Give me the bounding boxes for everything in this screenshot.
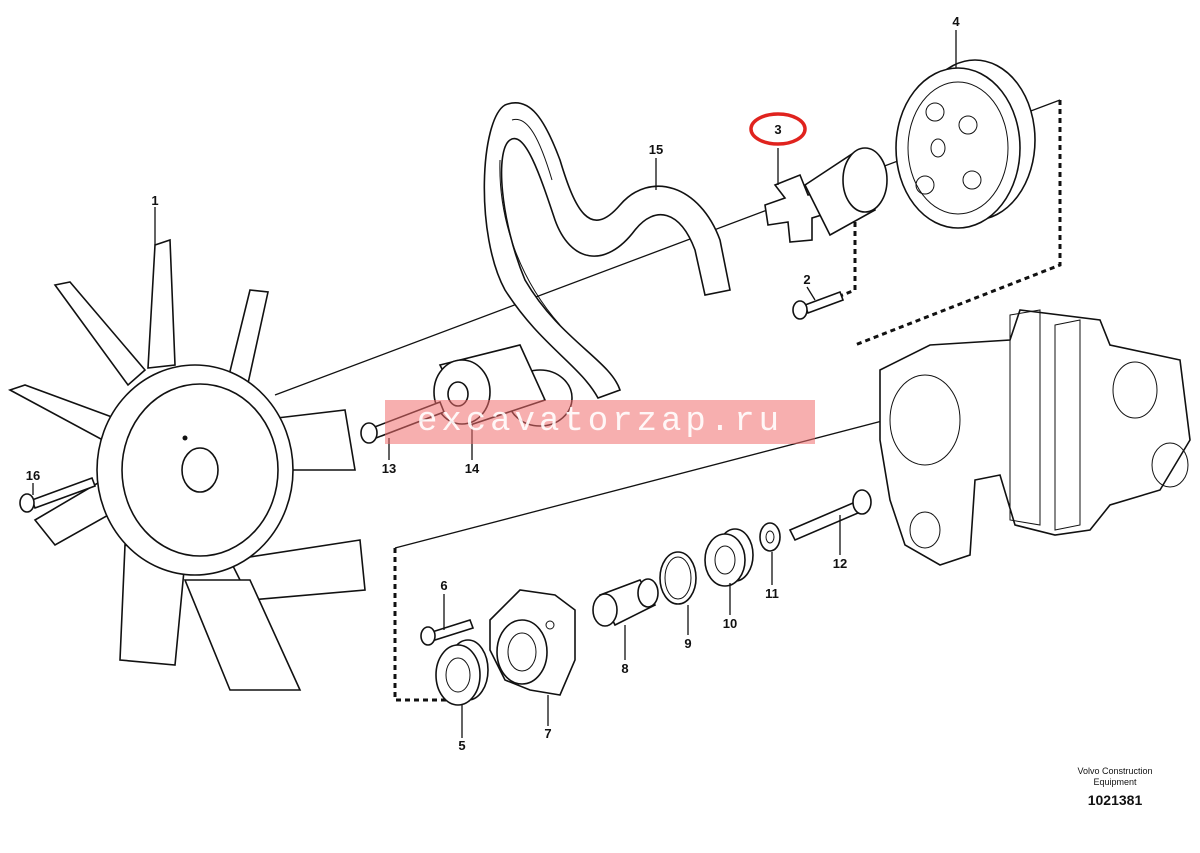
brand-line-1: Volvo Construction: [1077, 766, 1153, 776]
callout-10[interactable]: 10: [723, 616, 737, 631]
shaft-8: [592, 578, 659, 627]
bolt-12: [788, 489, 872, 542]
callout-14[interactable]: 14: [465, 461, 480, 476]
bearing-10: [704, 528, 754, 587]
callout-2[interactable]: 2: [803, 272, 810, 287]
callout-labels: 1 2 3 4 5 6 7 8 9 10 11 12 13 14 15 16: [26, 14, 961, 753]
fan-assembly: [7, 238, 366, 691]
callout-12[interactable]: 12: [833, 556, 847, 571]
callout-1[interactable]: 1: [151, 193, 158, 208]
brand-label: Volvo Construction Equipment: [1060, 766, 1170, 788]
callout-6[interactable]: 6: [440, 578, 447, 593]
callout-4[interactable]: 4: [952, 14, 960, 29]
callout-5[interactable]: 5: [458, 738, 465, 753]
watermark: excavatorzap.ru: [385, 400, 815, 444]
bolt-2: [792, 290, 845, 320]
drive-belt: [483, 102, 731, 399]
callout-15[interactable]: 15: [649, 142, 663, 157]
bolt-6: [420, 619, 475, 646]
bearing-housing-7: [489, 589, 576, 696]
pump-housing: [879, 309, 1191, 566]
callout-7[interactable]: 7: [544, 726, 551, 741]
callout-16[interactable]: 16: [26, 468, 40, 483]
washer-11: [759, 522, 781, 552]
document-number: 1021381: [1087, 792, 1143, 808]
callout-13[interactable]: 13: [382, 461, 396, 476]
bearing-5: [435, 639, 489, 706]
pulley: [895, 59, 1036, 229]
callout-8[interactable]: 8: [621, 661, 628, 676]
snap-ring-9: [659, 551, 697, 605]
callout-11[interactable]: 11: [765, 586, 779, 601]
callout-9[interactable]: 9: [684, 636, 691, 651]
highlight-ring: [749, 112, 807, 146]
bolt-16: [19, 476, 97, 513]
hub-assembly: [764, 147, 888, 243]
brand-line-2: Equipment: [1093, 777, 1137, 787]
callout-3[interactable]: 3: [774, 122, 781, 137]
